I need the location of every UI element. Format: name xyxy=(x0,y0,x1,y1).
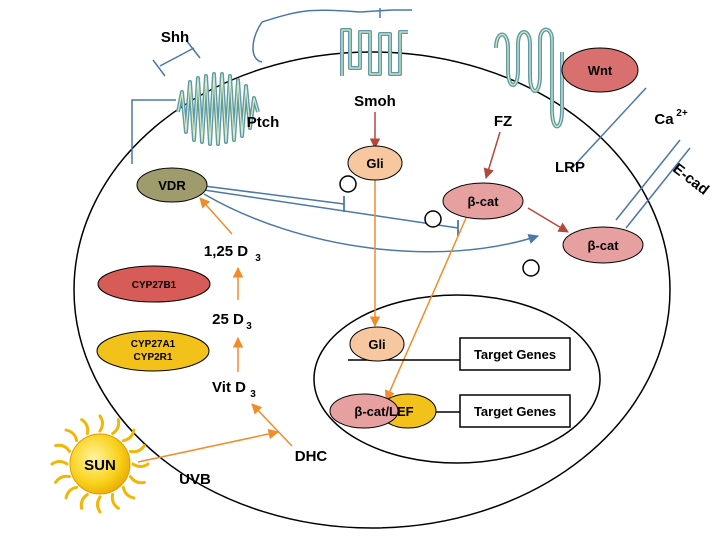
ecad-line-1 xyxy=(615,139,681,221)
bcat-nuclear-arrow xyxy=(384,217,467,401)
sun-ray xyxy=(64,428,79,443)
marker-circle-3 xyxy=(522,259,540,277)
bcat-lef-node xyxy=(329,393,399,429)
sun-ray xyxy=(64,485,79,500)
125d3-vdr-arrow xyxy=(199,197,233,235)
wnt-node xyxy=(561,47,639,93)
wnt-label: Wnt xyxy=(588,63,613,78)
sun-ray xyxy=(121,428,136,443)
sun-ray xyxy=(79,492,89,510)
sun-ray xyxy=(121,485,136,500)
bcat-bcat-arrow xyxy=(527,207,569,233)
gli-cyto-label: Gli xyxy=(366,156,383,171)
bcat-node-2 xyxy=(562,226,644,264)
vitd3-subscript: 3 xyxy=(250,389,256,400)
sun-ray xyxy=(54,474,72,484)
cyp27a1-label: CYP27A1 xyxy=(131,339,176,350)
d3-125-label: 1,25 D xyxy=(204,243,248,260)
target-genes-box-2 xyxy=(459,394,571,428)
bcat-lef-label: β-cat/LEF xyxy=(354,404,413,419)
marker-circle-1 xyxy=(339,175,357,193)
sun-ray xyxy=(80,418,90,436)
ecad-label: E-cad xyxy=(669,160,712,199)
fz-label: FZ xyxy=(494,113,512,130)
bcat-label-2: β-cat xyxy=(587,238,619,253)
d3-125-subscript: 3 xyxy=(255,253,261,264)
gli-nuclear-label: Gli xyxy=(368,337,385,352)
ca-superscript: 2+ xyxy=(676,108,688,119)
cyp27b1-node xyxy=(97,265,211,303)
ca-label: Ca xyxy=(654,111,674,128)
fz-bcat-arrow xyxy=(483,131,501,180)
vitd3-label: Vit D xyxy=(212,379,246,396)
gli-cyto-node xyxy=(347,145,403,181)
sun-ray xyxy=(128,475,146,485)
cyp27a1-cyp2r1-node xyxy=(96,330,210,372)
d3-25-label: 25 D xyxy=(212,311,244,328)
sun-ray xyxy=(131,462,150,468)
cyp27b1-label: CYP27B1 xyxy=(132,280,177,291)
sun-ray xyxy=(111,418,121,436)
vdr-node xyxy=(136,167,208,203)
shh-label: Shh xyxy=(161,29,189,46)
sun-ray xyxy=(128,444,146,454)
dhc-vitd3-arrow xyxy=(251,403,293,447)
sun-ray xyxy=(54,443,72,453)
nucleus xyxy=(313,294,601,464)
uvb-label: UVB xyxy=(179,471,211,488)
sun-ray xyxy=(96,495,102,514)
dhc-label: DHC xyxy=(295,448,328,465)
sun-ray xyxy=(50,460,69,466)
sun-ray xyxy=(98,414,104,433)
shh-ptch-inhibition xyxy=(159,47,195,67)
vdr-ptch-connection xyxy=(131,99,176,164)
lrp-line xyxy=(571,87,647,169)
ptch-smoh-connection xyxy=(261,9,412,23)
vdr-gli-inhibition xyxy=(203,185,345,205)
target-genes-label-2: Target Genes xyxy=(474,404,556,419)
ptch-label: Ptch xyxy=(247,114,280,131)
lrp-label: LRP xyxy=(555,159,585,176)
cyp2r1-label: CYP2R1 xyxy=(134,352,173,363)
target-genes-label-1: Target Genes xyxy=(474,347,556,362)
vdr-bcat-membrane-arrow xyxy=(203,193,539,253)
ecad-line-2 xyxy=(625,147,691,229)
target-genes-box-1 xyxy=(459,337,571,371)
sun-icon xyxy=(50,414,150,514)
sun-ray xyxy=(110,492,120,510)
gli-nuclear-node xyxy=(349,326,405,362)
sun-label: SUN xyxy=(84,457,116,474)
d3-25-subscript: 3 xyxy=(246,321,252,332)
smoh-receptor xyxy=(340,28,408,76)
uvb-arrow xyxy=(137,428,280,463)
marker-circle-2 xyxy=(424,210,442,228)
bcat-node-1 xyxy=(442,182,524,220)
vdr-label: VDR xyxy=(158,178,186,193)
bcat-label-1: β-cat xyxy=(467,194,499,209)
smoh-label: Smoh xyxy=(354,93,396,110)
vdr-bcat-inhibition xyxy=(203,189,459,229)
